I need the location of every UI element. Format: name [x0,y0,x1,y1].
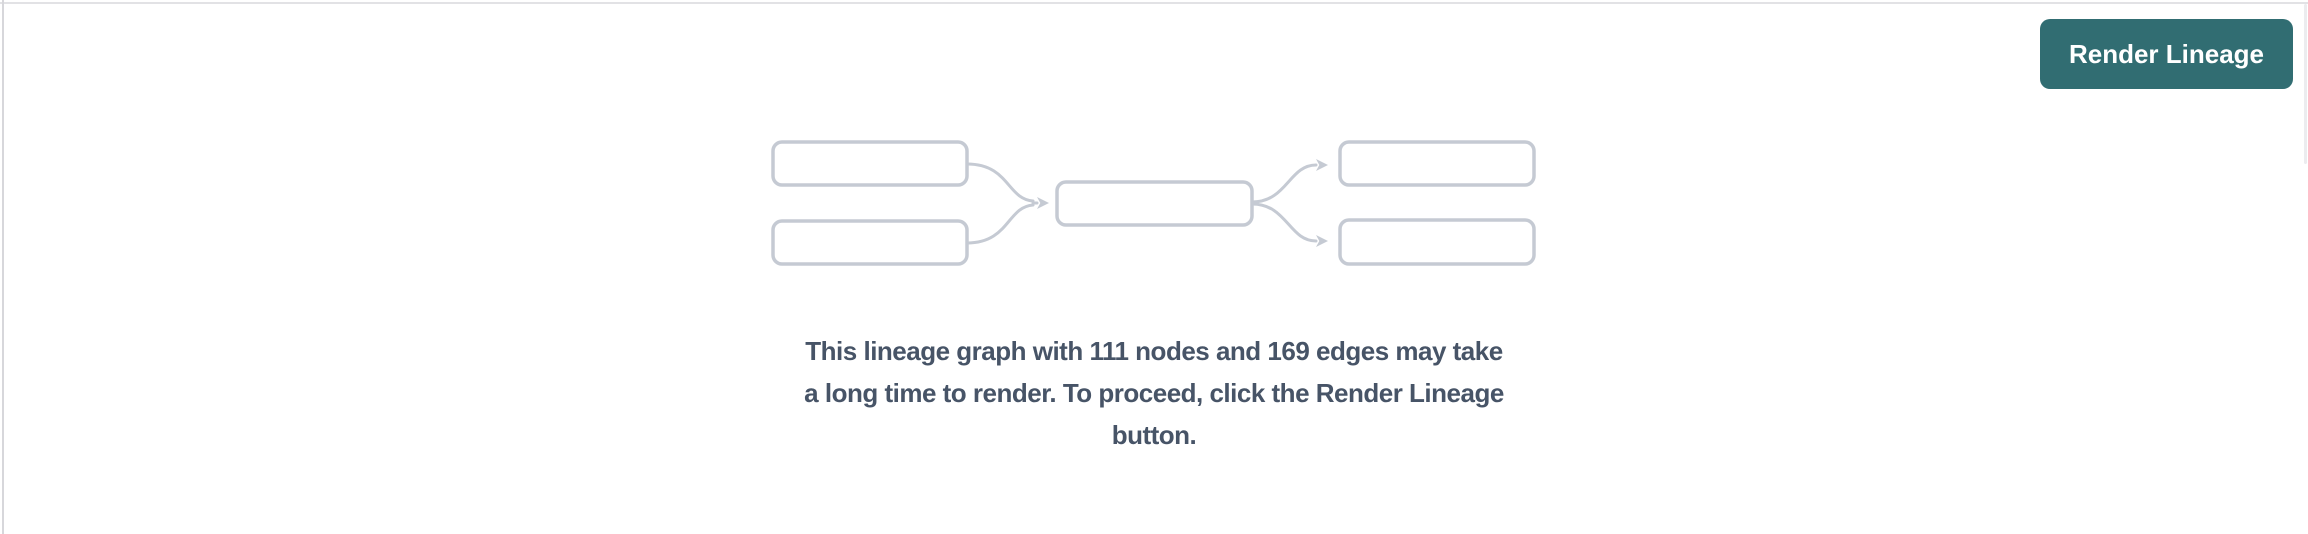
placeholder-node [1338,218,1536,266]
placeholder-node [771,140,969,187]
placeholder-node [1338,140,1536,187]
panel-left-border [2,0,4,534]
placeholder-edge [965,203,1035,245]
scrollbar-thumb[interactable] [2304,4,2307,164]
message-line: This lineage graph with 111 nodes and 16… [805,336,1503,366]
placeholder-node [1055,180,1254,227]
message-line: button. [1111,420,1197,450]
render-warning-message: This lineage graph with 111 nodes and 16… [739,330,1569,456]
placeholder-edge [1250,159,1328,204]
message-line: a long time to render. To proceed, click… [804,378,1504,408]
placeholder-edge [965,162,1035,203]
placeholder-node [771,219,969,266]
lineage-placeholder-illustration [771,140,1536,266]
render-lineage-button[interactable]: Render Lineage [2040,19,2293,89]
panel-top-border [0,2,2308,4]
placeholder-edge [1250,202,1328,247]
lineage-empty-state: This lineage graph with 111 nodes and 16… [739,138,1569,456]
